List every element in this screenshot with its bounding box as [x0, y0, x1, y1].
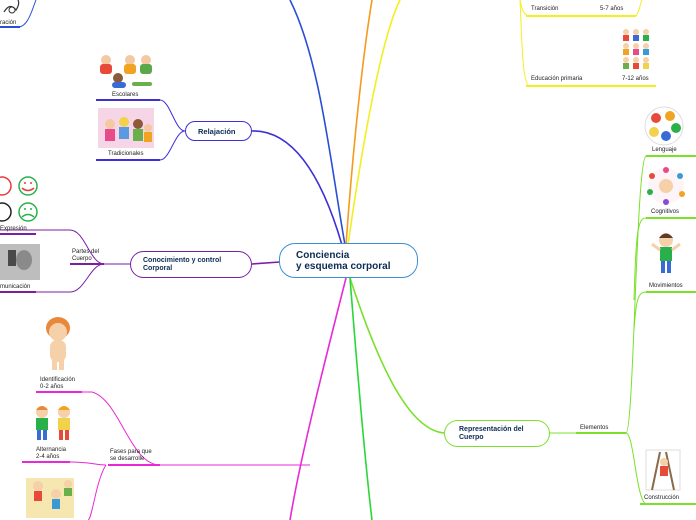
branch-node-conocimiento[interactable]: Conocimiento y control Corporal: [130, 251, 252, 278]
label-escolares[interactable]: Escolares: [112, 92, 139, 98]
label-cognitivos[interactable]: Cognitivos: [651, 209, 680, 215]
label-movimientos[interactable]: Movimientos: [649, 283, 683, 289]
connector-relajacion: [251, 130, 343, 246]
connector-fases: [36, 391, 310, 466]
connector-representacion: [349, 277, 445, 434]
alternancia-illustration: [36, 406, 70, 440]
label-lenguaje[interactable]: Lenguaje: [652, 147, 677, 153]
exploracion-illustration: [3, 0, 20, 14]
label-alternancia[interactable]: Alternancia 2-4 años: [36, 447, 67, 460]
connector-escolares: [96, 99, 186, 132]
label-expresion[interactable]: Expresión: [0, 226, 27, 232]
label-primaria-age[interactable]: 7-12 años: [622, 76, 649, 82]
central-topic-line2: y esquema corporal: [296, 260, 391, 272]
connector-top-yellow: [347, 0, 401, 246]
branch-label-relajacion: Relajación: [198, 126, 236, 136]
label-educacion-primaria[interactable]: Educación primaria: [531, 76, 583, 82]
connector-partes-lower: [0, 263, 105, 293]
branch-node-relajacion[interactable]: Relajación: [185, 121, 252, 141]
escolares-illustration: [100, 55, 152, 88]
central-topic-node[interactable]: Conciencia y esquema corporal: [279, 243, 418, 278]
connector-bottom-green: [349, 277, 373, 520]
connector-conocimiento: [251, 261, 281, 265]
emotion-faces-illustration: [0, 176, 38, 222]
branch-label-conocimiento: Conocimiento y control Corporal: [143, 256, 222, 272]
connector-top-blue: [289, 0, 346, 246]
label-fases[interactable]: Fases para que se desarrolle: [110, 449, 152, 462]
label-transicion-age[interactable]: 5-7 años: [600, 6, 624, 12]
connector-top-orange: [345, 0, 373, 246]
label-comunicacion[interactable]: municación: [0, 284, 31, 290]
movimientos-illustration: [651, 233, 681, 273]
connector-movimientos: [633, 291, 696, 331]
fases-lower-illustration: [26, 478, 74, 518]
central-topic-line1: Conciencia: [296, 249, 350, 261]
label-partes-del-cuerpo[interactable]: Partes del Cuerpo: [72, 249, 100, 262]
label-tradicionales[interactable]: Tradicionales: [108, 151, 144, 157]
branch-label-representacion: Representación del Cuerpo: [459, 425, 524, 441]
label-transicion[interactable]: Transición: [531, 6, 559, 12]
lenguaje-illustration: [644, 106, 684, 146]
cognitivos-illustration: [647, 167, 685, 205]
label-identificacion[interactable]: Identificación 0-2 años: [40, 377, 76, 390]
comunicacion-photo-illustration: [0, 244, 40, 280]
connector-cognitivos: [633, 217, 696, 301]
branch-node-representacion[interactable]: Representación del Cuerpo: [444, 420, 550, 447]
connector-lenguaje: [625, 155, 696, 434]
tradicionales-illustration: [98, 108, 154, 148]
construccion-illustration: [645, 449, 681, 491]
label-elementos[interactable]: Elementos: [580, 425, 609, 431]
primaria-children-illustration: [623, 29, 649, 69]
label-exploracion[interactable]: ración: [0, 20, 17, 26]
connector-fases-lower: [87, 464, 107, 520]
connector-bottom-magenta: [289, 277, 347, 520]
label-construccion[interactable]: Construcción: [644, 495, 680, 501]
connector-tradicionales: [96, 130, 186, 161]
identificacion-illustration: [46, 317, 70, 370]
connector-alternancia: [22, 461, 107, 466]
